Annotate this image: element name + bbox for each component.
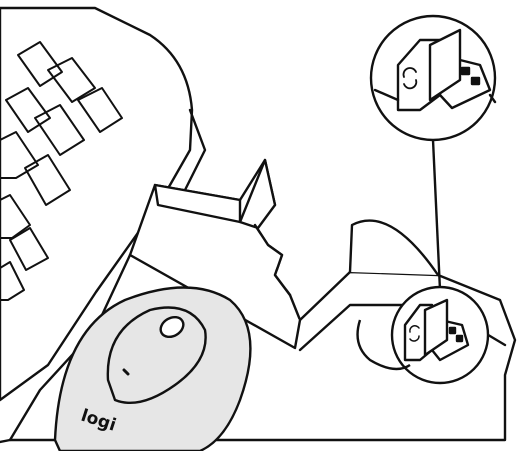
mouse-icon: logi: [53, 286, 252, 451]
receiver-slot: [356, 319, 411, 371]
plug-contact: [460, 66, 471, 76]
receiver-collar: [428, 28, 462, 102]
sync-icon: [409, 325, 420, 342]
key: [0, 131, 39, 179]
mouse-led: [122, 368, 130, 376]
receiver-collar: [423, 298, 449, 357]
usb-receiver-icon: [403, 298, 470, 362]
key: [0, 261, 25, 301]
key: [17, 41, 63, 87]
callout-connector: [431, 139, 442, 291]
key: [9, 227, 49, 271]
tray-flap: [238, 158, 277, 230]
mouse-scroll-wheel: [159, 315, 185, 339]
plug-contact: [470, 76, 481, 86]
key: [34, 104, 85, 156]
key: [24, 154, 71, 206]
magnifier-callout-icon: [390, 285, 490, 385]
keyboard-body: [0, 6, 194, 402]
plug-contact: [448, 326, 457, 335]
sync-arrow: [403, 79, 418, 90]
sync-arrow: [409, 325, 420, 333]
key: [47, 57, 96, 103]
tray-ledge: [253, 223, 292, 297]
sync-arrow: [409, 335, 420, 342]
usb-receiver-icon: [373, 28, 497, 112]
magnifier-callout-icon: [369, 14, 497, 142]
key: [5, 87, 51, 133]
tray-divider: [348, 219, 440, 277]
key: [0, 194, 31, 239]
plug-contact: [455, 334, 464, 343]
keyboard-keys: [0, 41, 123, 301]
key: [77, 87, 123, 133]
sync-arrow: [402, 67, 417, 78]
receiver-tray-line: [373, 88, 497, 104]
sync-icon: [402, 67, 418, 90]
